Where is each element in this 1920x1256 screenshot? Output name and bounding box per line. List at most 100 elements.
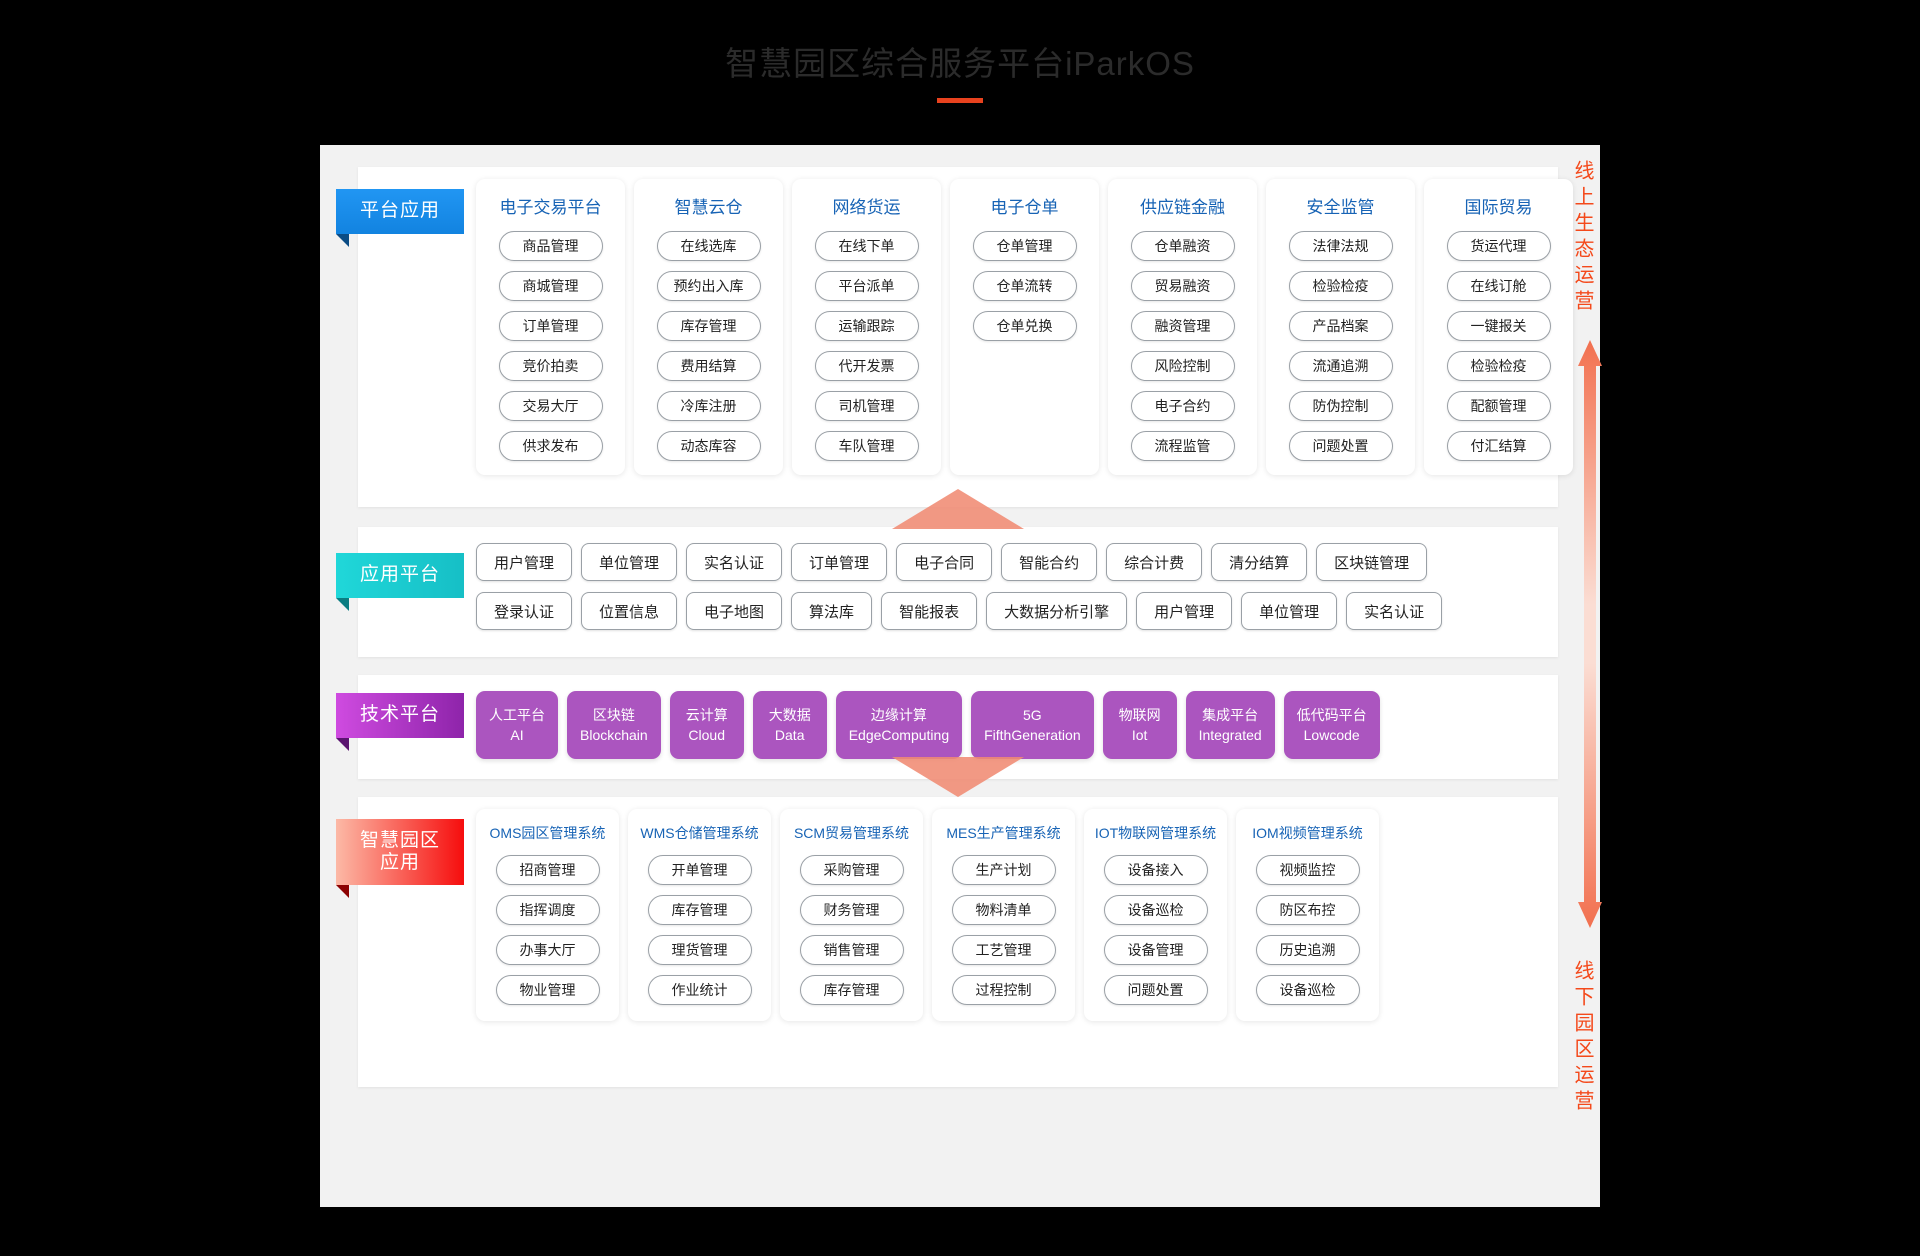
application-feature-pill[interactable]: 货运代理 bbox=[1446, 231, 1551, 261]
park-feature-pill[interactable]: 视频监控 bbox=[1255, 855, 1360, 885]
application-feature-pill[interactable]: 交易大厅 bbox=[498, 391, 603, 421]
application-feature-pill[interactable]: 代开发票 bbox=[814, 351, 919, 381]
park-feature-pill[interactable]: 设备巡检 bbox=[1255, 975, 1360, 1005]
park-feature-pill[interactable]: 库存管理 bbox=[799, 975, 904, 1005]
platform-chip[interactable]: 电子合同 bbox=[896, 543, 993, 581]
platform-chip[interactable]: 清分结算 bbox=[1211, 543, 1308, 581]
platform-chip[interactable]: 位置信息 bbox=[581, 592, 678, 630]
park-feature-pill[interactable]: 开单管理 bbox=[647, 855, 752, 885]
application-feature-pill[interactable]: 仓单融资 bbox=[1130, 231, 1235, 261]
technology-block-name-cn: 5G bbox=[1023, 706, 1042, 723]
park-feature-pill[interactable]: 工艺管理 bbox=[951, 935, 1056, 965]
application-feature-pill[interactable]: 库存管理 bbox=[656, 311, 761, 341]
platform-chip[interactable]: 算法库 bbox=[791, 592, 873, 630]
technology-block-name-cn: 边缘计算 bbox=[870, 706, 927, 723]
tag-platform-applications[interactable]: 平台应用 bbox=[336, 189, 464, 247]
application-feature-pill[interactable]: 流程监管 bbox=[1130, 431, 1235, 461]
application-feature-pill[interactable]: 运输跟踪 bbox=[814, 311, 919, 341]
application-feature-pill[interactable]: 供求发布 bbox=[498, 431, 603, 461]
park-feature-pill[interactable]: 办事大厅 bbox=[495, 935, 600, 965]
platform-chip[interactable]: 登录认证 bbox=[476, 592, 573, 630]
park-feature-pill[interactable]: 设备巡检 bbox=[1103, 895, 1208, 925]
application-feature-pill[interactable]: 付汇结算 bbox=[1446, 431, 1551, 461]
park-feature-pill[interactable]: 指挥调度 bbox=[495, 895, 600, 925]
platform-chip[interactable]: 单位管理 bbox=[1241, 592, 1338, 630]
application-feature-pill[interactable]: 平台派单 bbox=[814, 271, 919, 301]
application-feature-pill[interactable]: 冷库注册 bbox=[656, 391, 761, 421]
park-feature-pill[interactable]: 设备管理 bbox=[1103, 935, 1208, 965]
park-feature-pill[interactable]: 作业统计 bbox=[647, 975, 752, 1005]
park-feature-pill[interactable]: 理货管理 bbox=[647, 935, 752, 965]
application-feature-pill[interactable]: 在线下单 bbox=[814, 231, 919, 261]
application-feature-pill[interactable]: 仓单管理 bbox=[972, 231, 1077, 261]
application-feature-pill[interactable]: 预约出入库 bbox=[656, 271, 761, 301]
application-feature-pill[interactable]: 检验检疫 bbox=[1446, 351, 1551, 381]
application-feature-pill[interactable]: 动态库容 bbox=[656, 431, 761, 461]
technology-block-name-cn: 集成平台 bbox=[1202, 706, 1259, 723]
park-feature-pill[interactable]: 生产计划 bbox=[951, 855, 1056, 885]
application-feature-pill[interactable]: 在线选库 bbox=[656, 231, 761, 261]
application-feature-pill[interactable]: 配额管理 bbox=[1446, 391, 1551, 421]
application-feature-pill[interactable]: 竞价拍卖 bbox=[498, 351, 603, 381]
platform-chip[interactable]: 智能合约 bbox=[1001, 543, 1098, 581]
application-feature-pill[interactable]: 一键报关 bbox=[1446, 311, 1551, 341]
park-feature-pill[interactable]: 招商管理 bbox=[495, 855, 600, 885]
application-feature-pill[interactable]: 在线订舱 bbox=[1446, 271, 1551, 301]
application-feature-pill[interactable]: 车队管理 bbox=[814, 431, 919, 461]
park-feature-pill[interactable]: 采购管理 bbox=[799, 855, 904, 885]
tag-smart-park-applications[interactable]: 智慧园区 应用 bbox=[336, 819, 464, 898]
tag-application-platform[interactable]: 应用平台 bbox=[336, 553, 464, 611]
park-feature-pill[interactable]: 财务管理 bbox=[799, 895, 904, 925]
platform-chip[interactable]: 实名认证 bbox=[1346, 592, 1443, 630]
tag-fold-corner bbox=[336, 598, 349, 611]
application-feature-pill[interactable]: 仓单流转 bbox=[972, 271, 1077, 301]
application-feature-pill[interactable]: 融资管理 bbox=[1130, 311, 1235, 341]
application-feature-pill[interactable]: 司机管理 bbox=[814, 391, 919, 421]
tag-fold-corner bbox=[336, 885, 349, 898]
platform-chip[interactable]: 区块链管理 bbox=[1316, 543, 1428, 581]
application-feature-pill[interactable]: 电子合约 bbox=[1130, 391, 1235, 421]
park-feature-pill[interactable]: 库存管理 bbox=[647, 895, 752, 925]
platform-chip[interactable]: 单位管理 bbox=[581, 543, 678, 581]
park-feature-pill[interactable]: 设备接入 bbox=[1103, 855, 1208, 885]
application-feature-pill[interactable]: 商品管理 bbox=[498, 231, 603, 261]
application-feature-pill[interactable]: 贸易融资 bbox=[1130, 271, 1235, 301]
park-feature-pill[interactable]: 防区布控 bbox=[1255, 895, 1360, 925]
platform-chip[interactable]: 订单管理 bbox=[791, 543, 888, 581]
application-feature-pill[interactable]: 法律法规 bbox=[1288, 231, 1393, 261]
platform-chip[interactable]: 电子地图 bbox=[686, 592, 783, 630]
application-feature-pill[interactable]: 商城管理 bbox=[498, 271, 603, 301]
application-feature-pill[interactable]: 检验检疫 bbox=[1288, 271, 1393, 301]
application-feature-pill[interactable]: 仓单兑换 bbox=[972, 311, 1077, 341]
application-feature-pill[interactable]: 订单管理 bbox=[498, 311, 603, 341]
park-feature-pill[interactable]: 物料清单 bbox=[951, 895, 1056, 925]
platform-chip[interactable]: 用户管理 bbox=[1136, 592, 1233, 630]
platform-chip[interactable]: 智能报表 bbox=[881, 592, 978, 630]
park-feature-pill[interactable]: 物业管理 bbox=[495, 975, 600, 1005]
platform-chip[interactable]: 用户管理 bbox=[476, 543, 573, 581]
platform-chip[interactable]: 综合计费 bbox=[1106, 543, 1203, 581]
park-feature-pill[interactable]: 过程控制 bbox=[951, 975, 1056, 1005]
application-feature-pill[interactable]: 流通追溯 bbox=[1288, 351, 1393, 381]
park-feature-pill[interactable]: 问题处置 bbox=[1103, 975, 1208, 1005]
application-feature-pill[interactable]: 产品档案 bbox=[1288, 311, 1393, 341]
application-feature-pill[interactable]: 费用结算 bbox=[656, 351, 761, 381]
platform-chip[interactable]: 实名认证 bbox=[686, 543, 783, 581]
application-feature-pill[interactable]: 防伪控制 bbox=[1288, 391, 1393, 421]
application-feature-pill[interactable]: 问题处置 bbox=[1288, 431, 1393, 461]
row-platform-applications: 平台应用 电子交易平台商品管理商城管理订单管理竞价拍卖交易大厅供求发布智慧云仓在… bbox=[336, 167, 1573, 507]
application-feature-pill[interactable]: 风险控制 bbox=[1130, 351, 1235, 381]
platform-chip[interactable]: 大数据分析引擎 bbox=[986, 592, 1128, 630]
park-feature-pill[interactable]: 销售管理 bbox=[799, 935, 904, 965]
park-feature-pill[interactable]: 历史追溯 bbox=[1255, 935, 1360, 965]
tag-technology-platform[interactable]: 技术平台 bbox=[336, 693, 464, 751]
